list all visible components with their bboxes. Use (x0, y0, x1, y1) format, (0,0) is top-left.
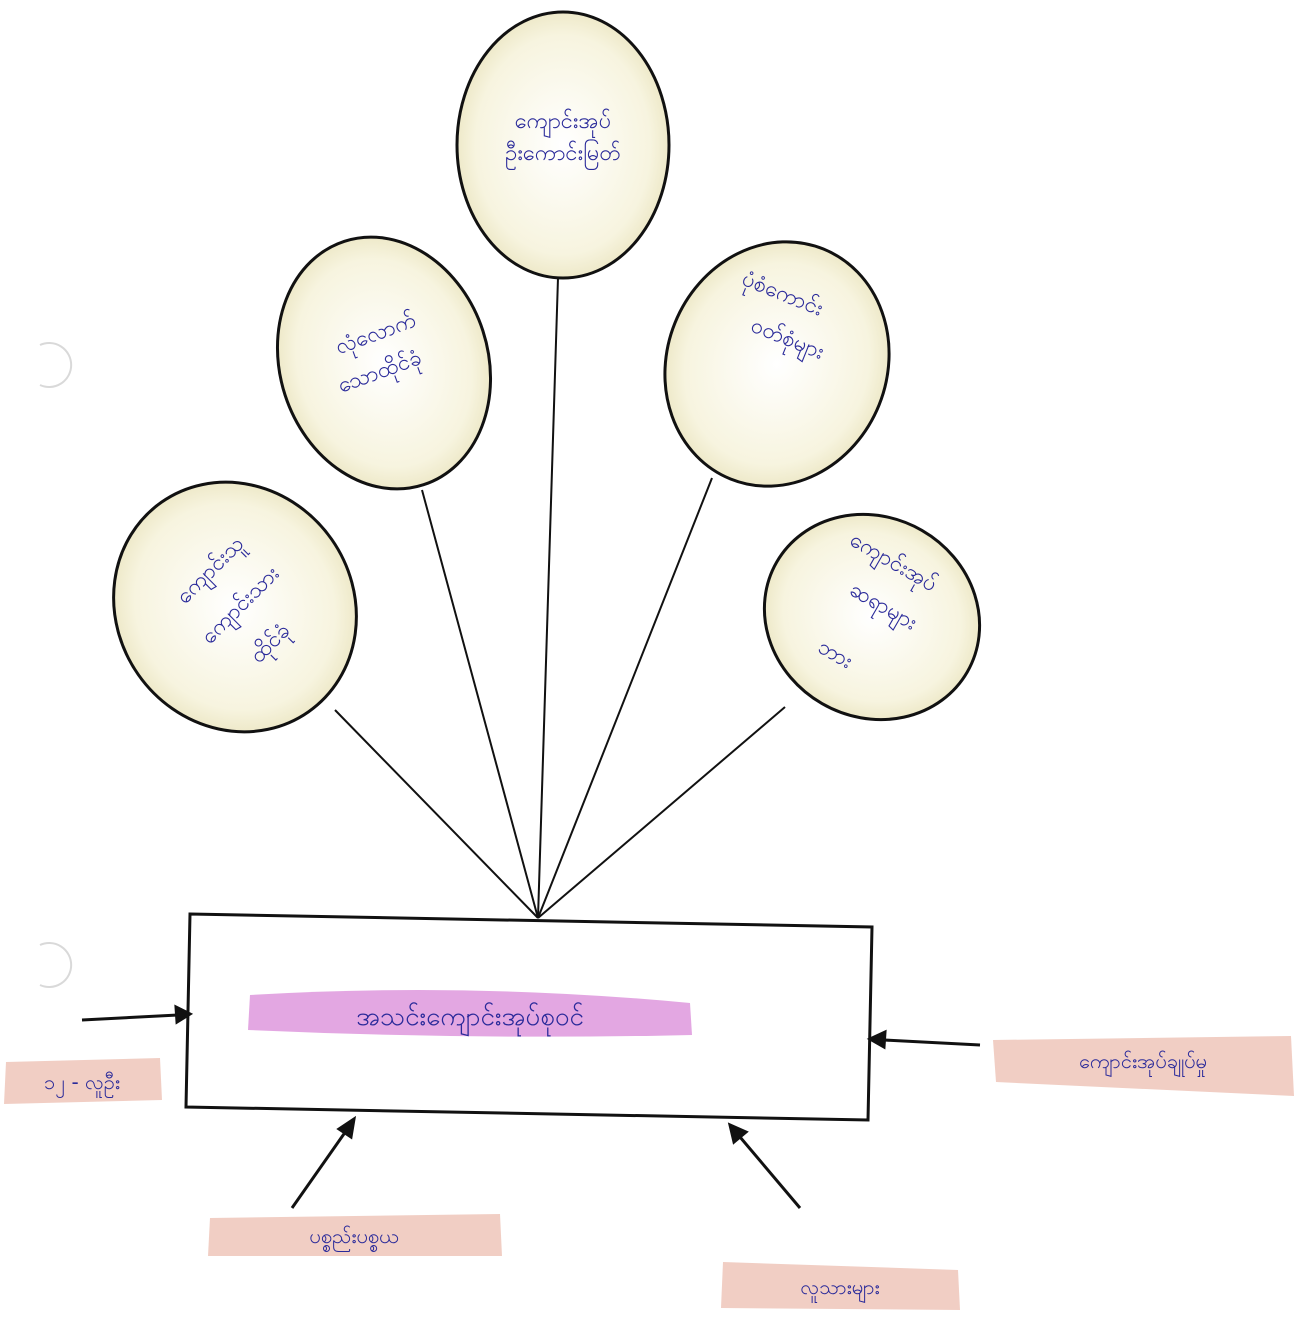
center-box-text: အသင်းကျောင်းအုပ်စုဝင် (356, 1001, 584, 1037)
balloon-top: ကျောင်းအုပ် ဦးကောင်းမြတ် (455, 10, 671, 280)
string-upper-right (537, 477, 713, 919)
label-bottom-right-highlight (721, 1262, 960, 1310)
label-bottom-left: ပစ္စည်းပစ္စယ (208, 1214, 502, 1256)
balloon-lower-right-shape (762, 512, 982, 722)
center-box: အသင်းကျောင်းအုပ်စုဝင် (184, 912, 874, 1122)
arrow-left (81, 1004, 194, 1025)
label-right: ကျောင်းအုပ်ချုပ်မှု (993, 1036, 1294, 1096)
binder-hole-bottom (39, 942, 73, 988)
label-left: ၁၂ - လူဦး (4, 1058, 162, 1104)
string-lower-right (537, 706, 786, 919)
string-lower-left (334, 709, 539, 919)
input-arrows (81, 1004, 981, 1209)
balloon-lower-left: ကျောင်းသူ ကျောင်းသား ထိုင်ခုံ (112, 480, 358, 734)
binder-hole-top (39, 342, 73, 388)
label-bottom-right: လူသားများ (721, 1262, 960, 1310)
label-bottom-right-text: လူသားများ (800, 1275, 879, 1303)
balloon-top-line-1: ကျောင်းအုပ် (515, 108, 612, 138)
binder-holes (39, 342, 73, 988)
label-bottom-left-text: ပစ္စည်းပစ္စယ (309, 1224, 398, 1252)
balloon-top-shape (455, 10, 671, 280)
balloon-strings (334, 277, 786, 919)
balloon-lower-right: ကျောင်းအုပ် ဆရာများ ဘား (762, 512, 982, 722)
label-right-text: ကျောင်းအုပ်ချုပ်မှု (1079, 1049, 1207, 1077)
arrow-bottom-left (290, 1115, 357, 1209)
string-top (537, 277, 559, 919)
arrow-bottom-right (727, 1122, 802, 1209)
balloon-upper-right: ပုံစံကောင်း ဝတ်စုံများ (663, 240, 891, 488)
balloon-top-line-2: ဦးကောင်းမြတ် (505, 139, 621, 170)
balloon-upper-left-shape (275, 235, 493, 491)
label-left-text: ၁၂ - လူဦး (44, 1070, 120, 1098)
center-box-highlight (248, 990, 692, 1037)
label-left-highlight (4, 1058, 162, 1104)
label-right-highlight (993, 1036, 1294, 1096)
arrow-right (866, 1029, 981, 1050)
label-bottom-left-highlight (208, 1214, 502, 1256)
balloon-upper-right-shape (663, 240, 891, 488)
string-upper-left (421, 489, 539, 919)
balloon-upper-left: လုံလောက် သောထိုင်ခုံ (275, 235, 493, 491)
balloon-lower-left-shape (112, 480, 358, 734)
